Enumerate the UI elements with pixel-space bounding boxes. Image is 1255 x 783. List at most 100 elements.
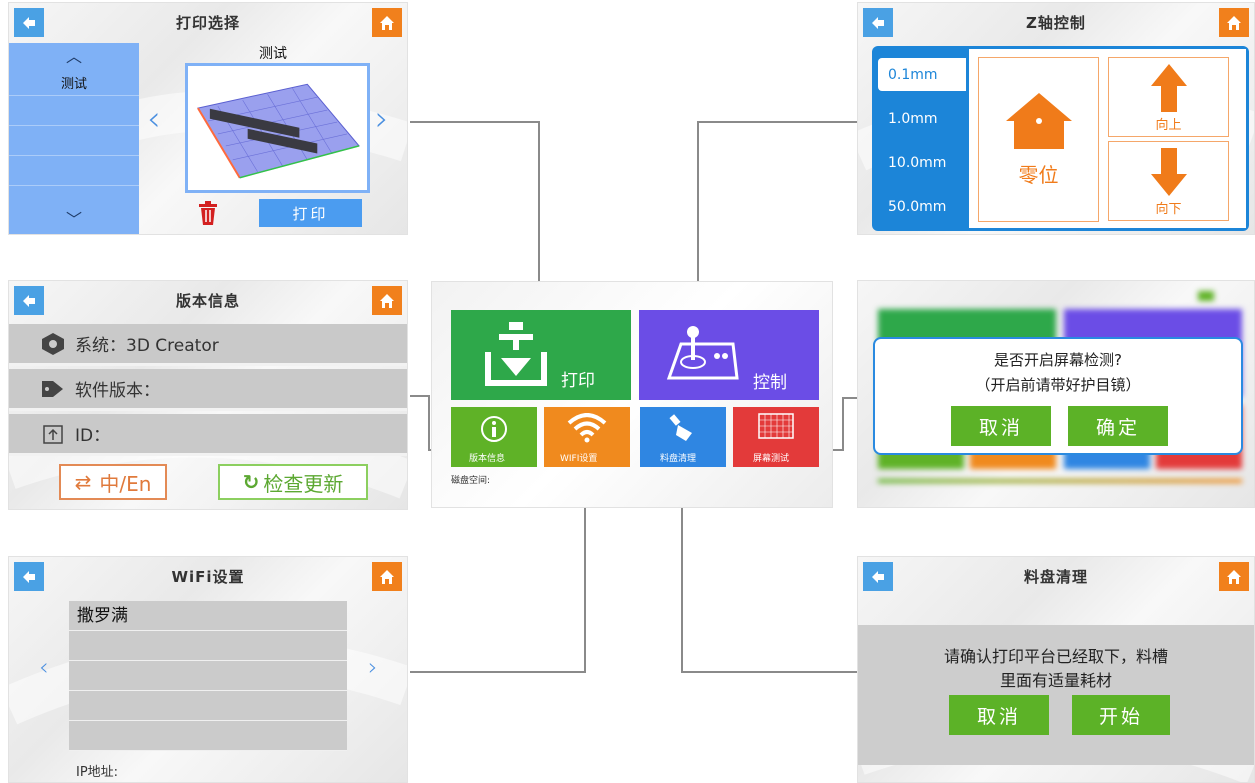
print-select-panel: 打印选择 ︿ 测试 ﹀ 测试 ‹ › [8, 2, 408, 235]
page-title: Z轴控制 [1026, 13, 1086, 32]
home-button[interactable] [1219, 8, 1249, 37]
title-bar: 打印选择 [9, 3, 407, 41]
z-buttons-area: 零位 向上 向下 [969, 49, 1246, 228]
house-icon [1005, 93, 1072, 149]
connector-z [697, 121, 857, 123]
confirm-button[interactable]: 确定 [1068, 406, 1168, 446]
connector-screen-v [842, 397, 844, 451]
list-item[interactable]: 测试 [60, 77, 87, 92]
brush-icon [669, 414, 692, 441]
check-update-button[interactable]: ↻ 检查更新 [218, 464, 368, 500]
model-preview [185, 63, 370, 193]
home-z-label: 零位 [1018, 163, 1059, 187]
page-title: 版本信息 [175, 291, 240, 310]
print-button[interactable]: 打印 [259, 199, 362, 227]
refresh-icon: ↻ [242, 470, 260, 494]
language-button-label: 中/En [99, 471, 152, 496]
language-button[interactable]: ⇄ 中/En [59, 464, 167, 500]
move-down-label: 向下 [1155, 201, 1182, 217]
home-button[interactable] [372, 286, 402, 315]
wifi-network-list[interactable]: 撒罗满 [69, 601, 347, 751]
system-label: 系统：3D Creator [75, 336, 219, 356]
control-tile[interactable]: 控制 [639, 310, 819, 400]
connector-version-v [428, 395, 430, 450]
step-option[interactable]: 0.1mm [878, 58, 966, 91]
list-item[interactable] [69, 661, 347, 691]
id-label: ID： [75, 426, 111, 446]
back-button[interactable] [863, 8, 893, 37]
home-z-button[interactable]: 零位 [978, 57, 1099, 222]
screen-test-tile[interactable]: 屏幕测试 [733, 407, 819, 467]
title-bar: WiFi设置 [9, 557, 407, 595]
info-icon [481, 416, 507, 442]
step-selector: 0.1mm 1.0mm 10.0mm 50.0mm [872, 46, 968, 231]
check-update-label: 检查更新 [263, 471, 344, 496]
wifi-panel: WiFi设置 撒罗满 ‹ › IP地址: [8, 556, 408, 783]
dialog-question: 是否开启屏幕检测? [994, 351, 1122, 369]
z-axis-panel: Z轴控制 0.1mm 1.0mm 10.0mm 50.0mm 零位 向上 向下 [857, 2, 1255, 235]
version-tile[interactable]: 版本信息 [451, 407, 537, 467]
confirm-message-band: 请确认打印平台已经取下，料槽 里面有适量耗材 取消 开始 [858, 625, 1254, 765]
message-line-1: 请确认打印平台已经取下，料槽 [943, 647, 1168, 666]
version-tile-label: 版本信息 [469, 454, 506, 464]
arrow-down-icon [1150, 147, 1187, 196]
back-button[interactable] [14, 562, 44, 591]
step-option[interactable]: 10.0mm [888, 154, 947, 171]
move-up-label: 向上 [1155, 117, 1182, 133]
page-title: WiFi设置 [171, 567, 245, 586]
connector-print [410, 121, 540, 123]
wifi-tile[interactable]: WIFI设置 [544, 407, 630, 467]
version-info-panel: 版本信息 系统：3D Creator 软件版本： ID： ⇄ 中/En ↻ 检查… [8, 280, 408, 510]
print-tile-label: 打印 [561, 371, 595, 391]
wifi-tile-label: WIFI设置 [560, 454, 598, 464]
back-button[interactable] [14, 8, 44, 37]
tray-clean-tile-label: 料盘清理 [660, 454, 697, 464]
preview-filename: 测试 [259, 46, 287, 62]
dialog-warning: （开启前请带好护目镜） [975, 376, 1141, 394]
screen-check-dialog: 是否开启屏幕检测? （开启前请带好护目镜） 取消 确定 [873, 337, 1243, 455]
back-button[interactable] [14, 286, 44, 315]
connector-tray [681, 671, 857, 673]
cancel-button[interactable]: 取消 [949, 695, 1049, 735]
tray-clean-tile[interactable]: 料盘清理 [640, 407, 726, 467]
title-bar: 版本信息 [9, 281, 407, 319]
file-list[interactable]: ︿ 测试 ﹀ [9, 43, 139, 234]
grid-icon [758, 413, 794, 439]
tag-icon [37, 377, 69, 401]
connector-tray-v [681, 480, 683, 673]
scroll-up-button[interactable]: ︿ [65, 47, 82, 66]
list-item[interactable] [69, 631, 347, 661]
connector-version [410, 395, 430, 397]
step-option[interactable]: 1.0mm [888, 110, 938, 127]
list-item[interactable]: 撒罗满 [69, 601, 347, 631]
list-item[interactable] [69, 691, 347, 721]
prev-arrow-icon[interactable]: ‹ [147, 99, 161, 139]
back-button[interactable] [863, 562, 893, 591]
move-down-button[interactable]: 向下 [1108, 141, 1229, 221]
home-button[interactable] [372, 562, 402, 591]
message-line-2: 里面有适量耗材 [999, 671, 1112, 690]
prev-arrow-icon[interactable]: ‹ [39, 653, 49, 681]
move-up-button[interactable]: 向上 [1108, 57, 1229, 137]
trash-icon[interactable] [198, 201, 218, 229]
page-title: 打印选择 [175, 13, 240, 32]
print-icon [485, 322, 547, 386]
next-arrow-icon[interactable]: › [368, 653, 378, 681]
print-tile[interactable]: 打印 [451, 310, 631, 400]
list-item[interactable] [69, 721, 347, 751]
home-button[interactable] [1219, 562, 1249, 591]
software-version-label: 软件版本： [75, 381, 160, 401]
id-row: ID： [9, 414, 407, 456]
system-row: 系统：3D Creator [9, 324, 407, 366]
home-button[interactable] [372, 8, 402, 37]
connector-wifi [410, 671, 586, 673]
cancel-button[interactable]: 取消 [951, 406, 1051, 446]
next-arrow-icon[interactable]: › [375, 99, 389, 139]
page-title: 料盘清理 [1023, 567, 1088, 586]
start-button[interactable]: 开始 [1072, 695, 1170, 735]
step-option[interactable]: 50.0mm [888, 198, 947, 215]
scroll-down-button[interactable]: ﹀ [65, 210, 82, 229]
control-tile-label: 控制 [753, 373, 787, 393]
z-control-frame: 0.1mm 1.0mm 10.0mm 50.0mm 零位 向上 向下 [872, 46, 1249, 231]
upload-icon [37, 422, 69, 446]
